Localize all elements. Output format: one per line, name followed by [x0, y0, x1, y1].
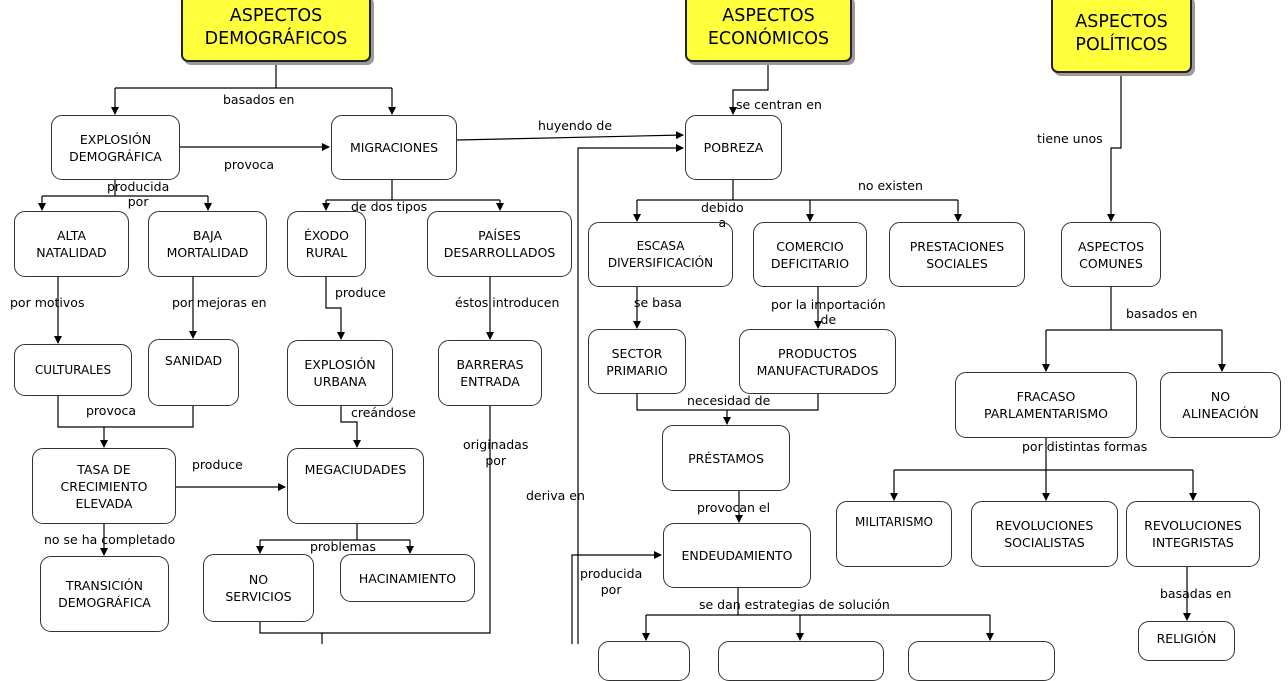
link-por-mejoras-en: por mejoras en: [172, 295, 267, 310]
node-sanidad[interactable]: SANIDAD: [148, 339, 239, 406]
link-no-existen: no existen: [858, 178, 923, 193]
node-revoluciones-socialistas[interactable]: REVOLUCIONES SOCIALISTAS: [971, 501, 1118, 567]
link-por-distintas-formas: por distintas formas: [1022, 439, 1148, 454]
link-tiene-unos: tiene unos: [1037, 131, 1103, 146]
link-producida-por-2: producida por: [580, 566, 643, 597]
node-pobreza[interactable]: POBREZA: [685, 115, 782, 180]
link-se-centran-en: se centran en: [736, 97, 822, 112]
link-por-la-importacion-de: por la importación de: [771, 297, 886, 327]
node-no-servicios[interactable]: NO SERVICIOS: [203, 554, 314, 622]
link-deriva-en: deriva en: [526, 488, 585, 503]
node-prestamos[interactable]: PRÉSTAMOS: [662, 425, 790, 491]
node-tasa-crecimiento-elevada[interactable]: TASA DE CRECIMIENTO ELEVADA: [32, 448, 176, 524]
link-basadas-en: basadas en: [1160, 586, 1232, 601]
link-huyendo-de: huyendo de: [538, 118, 613, 133]
node-militarismo[interactable]: MILITARISMO: [836, 501, 952, 567]
link-produce-1: produce: [335, 285, 386, 300]
node-endeudamiento[interactable]: ENDEUDAMIENTO: [663, 523, 811, 588]
node-explosion-urbana[interactable]: EXPLOSIÓN URBANA: [287, 340, 393, 406]
link-basados-en-pol: basados en: [1126, 306, 1198, 321]
link-necesidad-de: necesidad de: [687, 393, 771, 408]
link-de-dos-tipos: de dos tipos: [351, 199, 428, 214]
link-debido-a: debido a: [701, 200, 744, 230]
node-culturales[interactable]: CULTURALES: [14, 344, 132, 396]
node-solution-3[interactable]: [908, 641, 1055, 681]
node-barreras-entrada[interactable]: BARRERAS ENTRADA: [438, 340, 542, 406]
link-provoca-2: provoca: [86, 403, 137, 418]
node-megaciudades[interactable]: MEGACIUDADES: [287, 448, 424, 524]
node-exodo-rural[interactable]: ÉXODO RURAL: [287, 211, 366, 277]
link-creandose: creándose: [351, 405, 416, 420]
node-hacinamiento[interactable]: HACINAMIENTO: [340, 554, 475, 602]
node-religion[interactable]: RELIGIÓN: [1138, 621, 1235, 661]
node-fracaso-parlamentarismo[interactable]: FRACASO PARLAMENTARISMO: [955, 372, 1137, 438]
link-problemas: problemas: [310, 539, 376, 554]
link-se-basa: se basa: [634, 295, 682, 310]
node-prestaciones-sociales[interactable]: PRESTACIONES SOCIALES: [889, 222, 1025, 287]
node-sector-primario[interactable]: SECTOR PRIMARIO: [588, 329, 686, 394]
link-por-motivos: por motivos: [10, 295, 85, 310]
node-escasa-diversificacion[interactable]: ESCASA DIVERSIFICACIÓN: [588, 222, 733, 287]
link-producida-por: producida por: [107, 179, 170, 209]
node-baja-mortalidad[interactable]: BAJA MORTALIDAD: [148, 211, 267, 277]
link-originadas-por: originadas por: [463, 437, 529, 468]
node-comercio-deficitario[interactable]: COMERCIO DEFICITARIO: [753, 222, 867, 287]
node-alta-natalidad[interactable]: ALTA NATALIDAD: [14, 211, 129, 277]
node-aspectos-economicos[interactable]: ASPECTOS ECONÓMICOS: [685, 0, 852, 62]
link-no-se-ha-completado: no se ha completado: [44, 532, 176, 547]
node-explosion-demografica[interactable]: EXPLOSIÓN DEMOGRÁFICA: [51, 115, 180, 180]
node-aspectos-comunes[interactable]: ASPECTOS COMUNES: [1061, 222, 1161, 287]
link-se-dan-estrategias: se dan estrategias de solución: [699, 597, 890, 612]
node-paises-desarrollados[interactable]: PAÍSES DESARROLLADOS: [427, 211, 572, 277]
node-solution-2[interactable]: [718, 641, 884, 681]
node-transicion-demografica[interactable]: TRANSICIÓN DEMOGRÁFICA: [40, 556, 169, 632]
node-solution-1[interactable]: [598, 641, 690, 681]
link-produce-2: produce: [192, 457, 243, 472]
node-revoluciones-integristas[interactable]: REVOLUCIONES INTEGRISTAS: [1126, 501, 1260, 567]
connector-lines: [38, 63, 1226, 644]
link-provoca-1: provoca: [224, 157, 275, 172]
node-aspectos-demograficos[interactable]: ASPECTOS DEMOGRÁFICOS: [181, 0, 371, 62]
node-migraciones[interactable]: MIGRACIONES: [331, 115, 457, 180]
link-provocan-el: provocan el: [697, 500, 771, 515]
node-productos-manufacturados[interactable]: PRODUCTOS MANUFACTURADOS: [739, 329, 896, 394]
node-no-alineacion[interactable]: NO ALINEACIÓN: [1160, 372, 1281, 438]
link-basados-en-demo: basados en: [223, 92, 295, 107]
node-aspectos-politicos[interactable]: ASPECTOS POLÍTICOS: [1051, 0, 1192, 73]
link-estos-introducen: éstos introducen: [455, 295, 560, 310]
